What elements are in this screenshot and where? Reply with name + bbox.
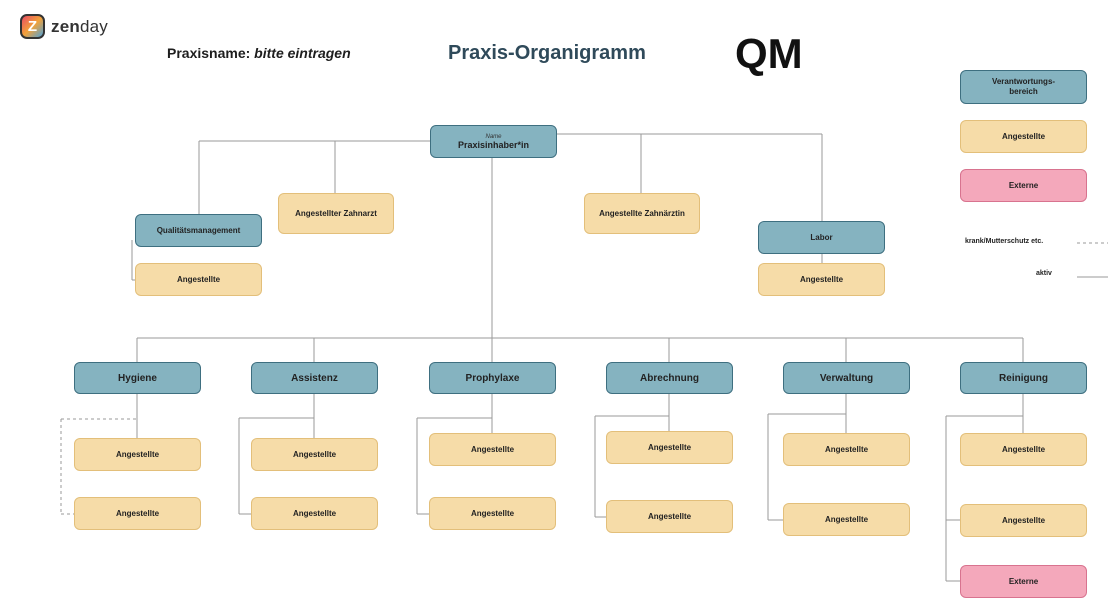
praxisname-value[interactable]: bitte eintragen [254, 45, 351, 61]
legend-active-label: aktiv [1036, 270, 1052, 277]
verwaltung-employee-1[interactable]: Angestellte [783, 433, 910, 466]
hygiene-employee-1[interactable]: Angestellte [74, 438, 201, 471]
abrechnung-employee-1[interactable]: Angestellte [606, 431, 733, 464]
department-prophylaxe[interactable]: Prophylaxe [429, 362, 556, 394]
owner-box[interactable]: Name Praxisinhaber*in [430, 125, 557, 158]
department-assistenz[interactable]: Assistenz [251, 362, 378, 394]
zahnaerztin-box[interactable]: Angestellte Zahnärztin [584, 193, 700, 234]
qm-label: QM [735, 30, 803, 77]
zenday-wordmark: zenday [51, 17, 108, 37]
qualitaetsmanagement-box[interactable]: Qualitätsmanagement [135, 214, 262, 247]
brand-name-bold: zen [51, 16, 80, 36]
legend-external: Externe [960, 169, 1087, 202]
department-hygiene[interactable]: Hygiene [74, 362, 201, 394]
labor-employee-box[interactable]: Angestellte [758, 263, 885, 296]
legend-sick-label: krank/Mutterschutz etc. [965, 238, 1044, 245]
abrechnung-employee-2[interactable]: Angestellte [606, 500, 733, 533]
department-reinigung[interactable]: Reinigung [960, 362, 1087, 394]
department-abrechnung[interactable]: Abrechnung [606, 362, 733, 394]
prophylaxe-employee-2[interactable]: Angestellte [429, 497, 556, 530]
praxisname: Praxisname: bitte eintragen [167, 45, 351, 61]
owner-title: Praxisinhaber*in [457, 139, 530, 150]
hygiene-employee-2[interactable]: Angestellte [74, 497, 201, 530]
qualitaetsmanagement-employee-box[interactable]: Angestellte [135, 263, 262, 296]
zenday-logo-icon: Z [20, 14, 45, 39]
reinigung-employee-1[interactable]: Angestellte [960, 433, 1087, 466]
prophylaxe-employee-1[interactable]: Angestellte [429, 433, 556, 466]
labor-box[interactable]: Labor [758, 221, 885, 254]
verwaltung-employee-2[interactable]: Angestellte [783, 503, 910, 536]
praxisname-label: Praxisname: [167, 45, 251, 61]
zenday-logo: Z zenday [20, 14, 108, 39]
page-title: Praxis-Organigramm [448, 42, 646, 64]
assistenz-employee-1[interactable]: Angestellte [251, 438, 378, 471]
brand-name-rest: day [79, 16, 108, 36]
owner-name: Name [485, 133, 502, 140]
zahnarzt-box[interactable]: Angestellter Zahnarzt [278, 193, 394, 234]
legend-employees: Angestellte [960, 120, 1087, 153]
department-verwaltung[interactable]: Verwaltung [783, 362, 910, 394]
reinigung-external-box[interactable]: Externe [960, 565, 1087, 598]
assistenz-employee-2[interactable]: Angestellte [251, 497, 378, 530]
reinigung-employee-2[interactable]: Angestellte [960, 504, 1087, 537]
legend-responsibility: Verantwortungs- bereich [960, 70, 1087, 104]
